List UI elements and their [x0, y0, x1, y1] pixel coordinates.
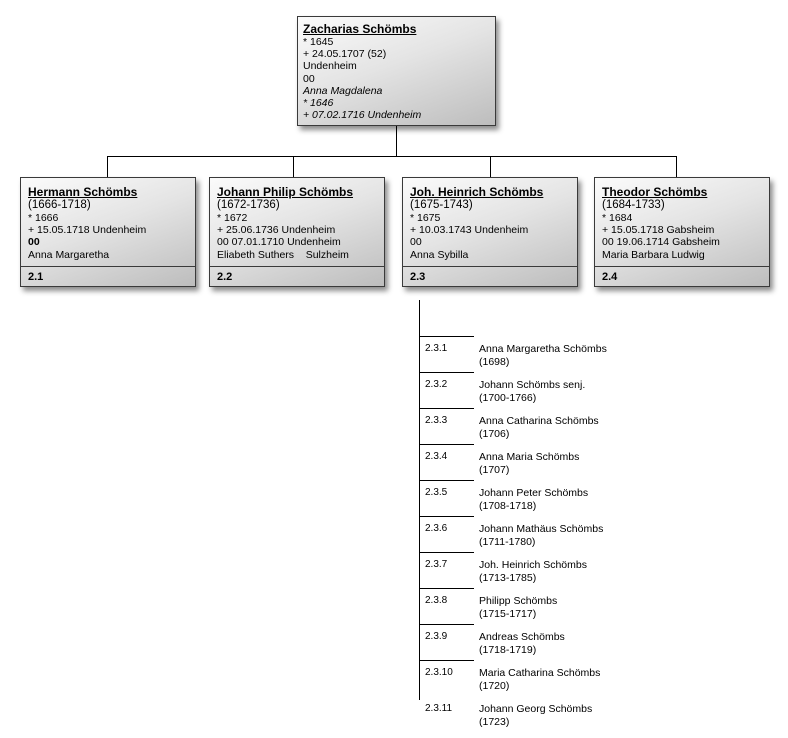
child-marriage: 00	[28, 236, 40, 249]
grandchild-years: (1700-1766)	[479, 392, 537, 404]
grandchild-connector	[419, 372, 474, 373]
divider	[210, 266, 384, 267]
child-name: Johann Philip Schömbs	[217, 185, 354, 199]
child-born: * 1675	[410, 212, 441, 224]
grandchild-name[interactable]: Joh. Heinrich Schömbs	[479, 559, 587, 571]
grandchild-years: (1707)	[479, 464, 510, 476]
connector-root-down	[396, 126, 397, 156]
connector-child-4	[676, 156, 677, 177]
child-box-2-3[interactable]: Joh. Heinrich Schömbs (1675-1743) * 1675…	[402, 177, 578, 287]
grandchild-name[interactable]: Anna Margaretha Schömbs	[479, 343, 607, 355]
grandchild-number: 2.3.5	[425, 487, 448, 498]
grandchild-number: 2.3.3	[425, 415, 448, 426]
grandchild-name[interactable]: Anna Catharina Schömbs	[479, 415, 599, 427]
child-box-2-4[interactable]: Theodor Schömbs (1684-1733) * 1684 + 15.…	[594, 177, 770, 287]
grandchild-number: 2.3.9	[425, 631, 448, 642]
grandchild-name[interactable]: Johann Georg Schömbs	[479, 703, 593, 715]
child-box-2-1[interactable]: Hermann Schömbs (1666-1718) * 1666 + 15.…	[20, 177, 196, 287]
grandchild-connector	[419, 408, 474, 409]
connector-horizontal	[107, 156, 676, 157]
grandchild-years: (1713-1785)	[479, 572, 537, 584]
grandchild-connector	[419, 480, 474, 481]
child-number: 2.4	[602, 271, 618, 283]
grandchild-years: (1715-1717)	[479, 608, 537, 620]
child-box-2-2[interactable]: Johann Philip Schömbs (1672-1736) * 1672…	[209, 177, 385, 287]
child-name: Joh. Heinrich Schömbs	[410, 185, 544, 199]
grandchild-number: 2.3.7	[425, 559, 448, 570]
grandchild-name[interactable]: Andreas Schömbs	[479, 631, 565, 643]
root-spouse-name: Anna Magdalena	[303, 84, 383, 97]
grandchild-name[interactable]: Maria Catharina Schömbs	[479, 667, 601, 679]
child-died: + 15.05.1718 Undenheim	[28, 224, 147, 237]
grandchild-name[interactable]: Philipp Schömbs	[479, 595, 558, 607]
child-born: * 1684	[602, 212, 633, 224]
child-marriage: 00 19.06.1714 Gabsheim	[602, 236, 720, 249]
root-place: Undenheim	[303, 60, 357, 73]
grandchild-number: 2.3.1	[425, 343, 448, 354]
divider	[21, 266, 195, 267]
child-years: (1672-1736)	[217, 199, 280, 211]
child-years: (1666-1718)	[28, 199, 91, 211]
grandchild-years: (1723)	[479, 716, 510, 728]
child-spouse: Anna Margaretha	[28, 248, 110, 261]
child-died: + 15.05.1718 Gabsheim	[602, 224, 715, 237]
grandchild-years: (1718-1719)	[479, 644, 537, 656]
grandchild-years: (1706)	[479, 428, 510, 440]
root-spouse-born: * 1646	[303, 97, 334, 110]
divider	[595, 266, 769, 267]
child-marriage: 00	[410, 236, 422, 249]
child-marriage: 00 07.01.1710 Undenheim	[217, 236, 341, 249]
child-spouse: Eliabeth Suthers Sulzheim	[217, 248, 349, 261]
grandchild-connector	[419, 336, 474, 337]
root-born: * 1645	[303, 36, 334, 48]
child-number: 2.3	[410, 271, 426, 283]
grandchild-name[interactable]: Johann Mathäus Schömbs	[479, 523, 604, 535]
grandchild-number: 2.3.8	[425, 595, 448, 606]
grandchildren-vertical-line	[419, 300, 420, 700]
root-name: Zacharias Schömbs	[303, 22, 417, 36]
child-name: Hermann Schömbs	[28, 185, 138, 199]
root-spouse-died: + 07.02.1716 Undenheim	[303, 109, 422, 122]
grandchild-years: (1720)	[479, 680, 510, 692]
child-name: Theodor Schömbs	[602, 185, 708, 199]
grandchild-connector	[419, 444, 474, 445]
divider	[403, 266, 577, 267]
connector-child-2	[293, 156, 294, 177]
root-person-box[interactable]: Zacharias Schömbs * 1645 + 24.05.1707 (5…	[297, 16, 496, 126]
grandchild-number: 2.3.10	[425, 667, 453, 678]
grandchild-connector	[419, 660, 474, 661]
grandchild-name[interactable]: Johann Peter Schömbs	[479, 487, 589, 499]
grandchild-number: 2.3.11	[425, 703, 453, 714]
grandchild-name[interactable]: Anna Maria Schömbs	[479, 451, 580, 463]
grandchild-years: (1711-1780)	[479, 536, 536, 548]
child-number: 2.2	[217, 271, 233, 283]
grandchild-years: (1698)	[479, 356, 510, 368]
grandchild-number: 2.3.2	[425, 379, 448, 390]
connector-child-3	[490, 156, 491, 177]
child-spouse: Anna Sybilla	[410, 248, 469, 261]
child-born: * 1672	[217, 212, 248, 224]
child-spouse: Maria Barbara Ludwig	[602, 248, 705, 261]
grandchild-name[interactable]: Johann Schömbs senj.	[479, 379, 586, 391]
child-number: 2.1	[28, 271, 44, 283]
child-died: + 10.03.1743 Undenheim	[410, 224, 529, 237]
connector-child-1	[107, 156, 108, 177]
child-born: * 1666	[28, 212, 59, 224]
root-died: + 24.05.1707 (52)	[303, 48, 387, 61]
grandchild-connector	[419, 552, 474, 553]
child-died: + 25.06.1736 Undenheim	[217, 224, 336, 237]
grandchild-connector	[419, 624, 474, 625]
root-marriage: 00	[303, 72, 315, 85]
grandchild-number: 2.3.6	[425, 523, 448, 534]
grandchild-connector	[419, 516, 474, 517]
grandchild-number: 2.3.4	[425, 451, 448, 462]
child-years: (1675-1743)	[410, 199, 473, 211]
grandchild-years: (1708-1718)	[479, 500, 537, 512]
grandchild-connector	[419, 588, 474, 589]
child-years: (1684-1733)	[602, 199, 665, 211]
